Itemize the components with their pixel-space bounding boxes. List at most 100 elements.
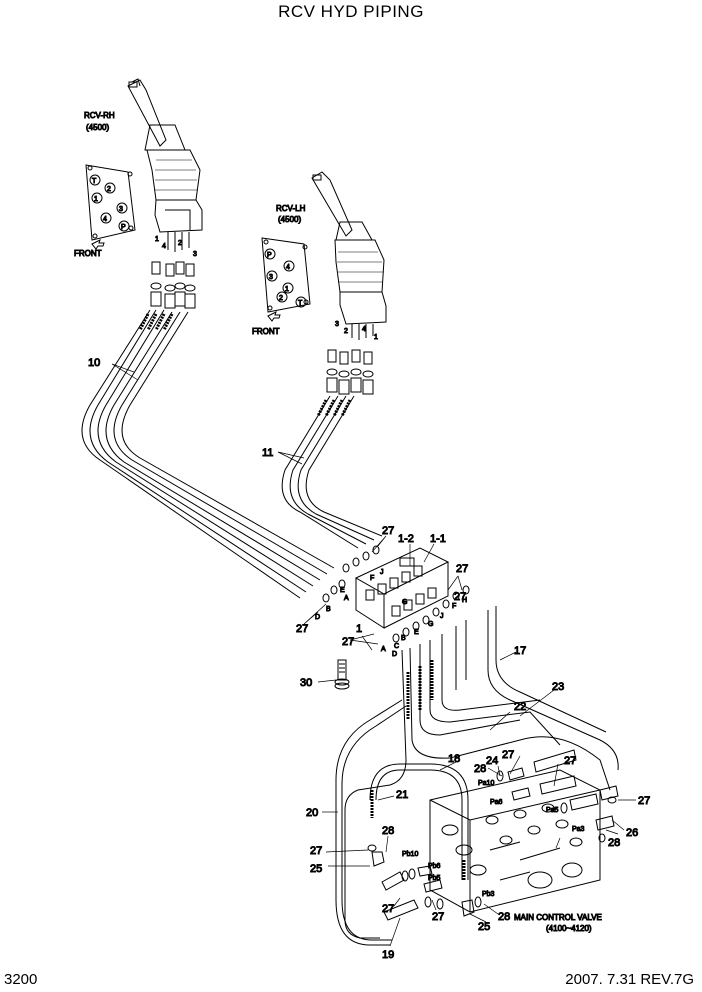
callout-22: 22	[514, 701, 526, 713]
callout-10: 10	[88, 357, 100, 369]
block-port-g: G	[428, 621, 433, 628]
block-port-e: E	[340, 587, 345, 594]
valve-port-pa3: Pa3	[572, 826, 585, 833]
rh-tag-3: 3	[193, 251, 197, 258]
valve-port-pb10: Pb10	[402, 851, 418, 858]
callout-23: 23	[552, 681, 564, 693]
rcv-rh-joystick	[127, 78, 203, 252]
rcv-rh-label: RCV-RH	[84, 111, 115, 120]
callout-27-c: 27	[456, 563, 468, 575]
callout-27-g: 27	[564, 755, 576, 767]
block-port-c: C	[394, 643, 399, 650]
rh-port-2: 2	[107, 186, 111, 193]
rcv-lh-code: (4500)	[278, 215, 301, 224]
lh-port-p: P	[267, 252, 272, 259]
callouts: 10 11 27 27 1-2 1-1 27 27 27 1 17 30 23 …	[88, 357, 651, 962]
rh-tag-1: 1	[155, 236, 159, 243]
callout-27-h: 27	[310, 845, 322, 857]
rh-port-1: 1	[94, 196, 98, 203]
date-revision: 2007. 7.31 REV.7G	[565, 971, 694, 988]
valve-port-pa5: Pa5	[546, 807, 559, 814]
rh-tag-4: 4	[162, 243, 166, 250]
hoses-to-valve	[344, 606, 619, 939]
callout-27-e: 27	[342, 636, 354, 648]
rcv-rh-code: (4500)	[86, 123, 109, 132]
callout-28-b: 28	[382, 825, 394, 837]
hoses-rh-bundle	[81, 309, 335, 599]
lh-tag-3: 3	[335, 321, 339, 328]
block-port-d2: D	[392, 651, 397, 658]
callout-25-b: 25	[478, 921, 490, 933]
block-o-rings	[322, 545, 470, 643]
block-port-f: F	[370, 575, 374, 582]
pilot-block	[354, 547, 450, 629]
valve-port-pa6: Pa6	[490, 799, 503, 806]
callout-27-k: 27	[638, 795, 650, 807]
callout-27-j: 27	[432, 911, 444, 923]
callout-28-a: 28	[474, 763, 486, 775]
rh-tag-2: 2	[178, 240, 182, 247]
lh-front-label: FRONT	[252, 327, 280, 336]
block-port-b: B	[326, 606, 331, 613]
callout-11: 11	[262, 447, 273, 459]
callout-25-a: 25	[310, 863, 322, 875]
lh-tag-2: 2	[344, 328, 348, 335]
lh-front-arrow	[267, 311, 281, 322]
valve-port-pb6: Pb6	[428, 863, 441, 870]
callout-27-i: 27	[382, 903, 394, 915]
callout-27-f: 27	[502, 749, 514, 761]
callout-24: 24	[486, 755, 498, 767]
rcv-lh-port-plate	[261, 237, 311, 313]
valve-code: (4100~4120)	[546, 924, 592, 933]
lh-port-t: T	[298, 300, 303, 307]
lh-port-3: 3	[269, 274, 273, 281]
lh-tag-4: 4	[362, 326, 366, 333]
lh-tag-1: 1	[374, 334, 378, 341]
valve-port-pa10: Pa10	[478, 780, 494, 787]
callout-30: 30	[300, 677, 312, 689]
block-port-d: D	[315, 614, 320, 621]
callout-21: 21	[396, 789, 408, 801]
block-port-j: J	[380, 569, 384, 576]
callout-1-1: 1-1	[430, 533, 446, 545]
block-port-b2: B	[401, 635, 406, 642]
rcv-lh-label: RCV-LH	[276, 204, 306, 213]
rh-port-t: T	[92, 178, 97, 185]
callout-28-d: 28	[498, 911, 510, 923]
rh-port-3: 3	[119, 206, 123, 213]
hoses-lh-bundle	[281, 395, 383, 549]
callout-18: 18	[448, 753, 460, 765]
callout-27-a: 27	[382, 525, 394, 537]
block-port-a: A	[344, 595, 349, 602]
block-port-j2: J	[440, 613, 444, 620]
lh-port-2: 2	[279, 295, 283, 302]
rh-front-label: FRONT	[74, 249, 102, 258]
hose-18-21	[369, 763, 469, 880]
block-port-h: H	[462, 597, 467, 604]
block-port-e2: E	[414, 629, 419, 636]
callout-17: 17	[514, 645, 526, 657]
main-control-valve	[429, 769, 601, 913]
valve-name: MAIN CONTROL VALVE	[514, 913, 602, 922]
hose-20	[335, 699, 407, 946]
block-port-f2: F	[452, 603, 456, 610]
leader-lines	[111, 363, 636, 947]
lh-port-1: 1	[285, 286, 289, 293]
lh-port-4: 4	[286, 264, 290, 271]
page-title: RCV HYD PIPING	[278, 2, 424, 21]
callout-20: 20	[306, 807, 318, 819]
block-port-a2: A	[381, 646, 386, 653]
callout-1: 1	[356, 623, 362, 635]
lh-fittings	[326, 349, 374, 395]
valve-port-pb3: Pb3	[482, 891, 495, 898]
rcv-rh-port-plate	[85, 164, 136, 241]
bolt-30	[334, 659, 350, 690]
callout-1-2: 1-2	[398, 533, 414, 545]
callout-28-c: 28	[608, 837, 620, 849]
rcv-lh-joystick	[311, 171, 387, 340]
rh-fittings	[150, 261, 196, 309]
valve-fittings	[367, 749, 619, 921]
valve-port-pb5: Pb5	[428, 875, 441, 882]
